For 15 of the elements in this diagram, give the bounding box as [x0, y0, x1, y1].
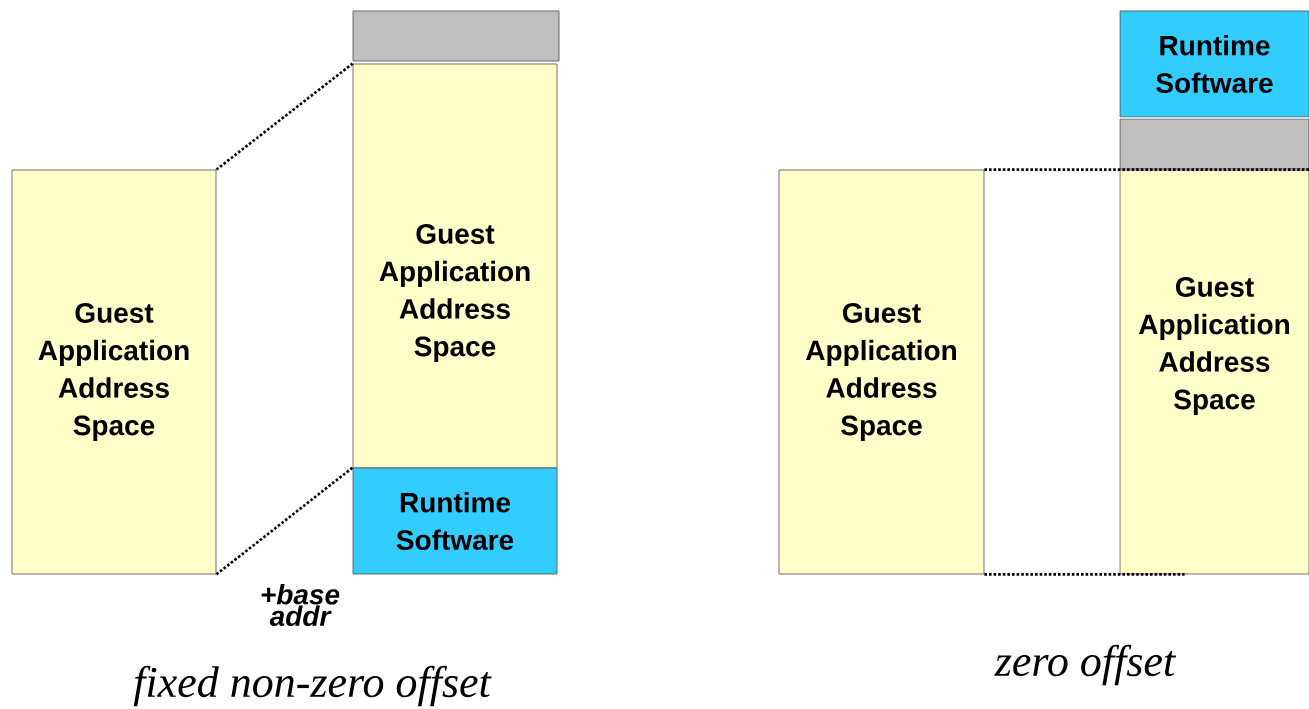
gap-box [352, 10, 560, 62]
address-space-box: Guest Application Address Space [778, 169, 985, 575]
dotted-line [215, 62, 354, 171]
runtime-box: Runtime Software [352, 467, 558, 575]
runtime-box: Runtime Software [1119, 10, 1309, 118]
caption-text: zero offset [994, 644, 1177, 686]
caption-text: fixed non-zero offset [133, 665, 492, 707]
address-space-box: Guest Application Address Space [1119, 169, 1309, 575]
dotted-line [984, 573, 1185, 576]
dotted-line [215, 466, 354, 576]
gap-box [1119, 118, 1309, 170]
address-space-box: Guest Application Address Space [11, 169, 217, 575]
dotted-line [984, 168, 1309, 171]
address-space-box: Guest Application Address Space [352, 63, 558, 469]
edge-label: +base addr [261, 583, 340, 627]
